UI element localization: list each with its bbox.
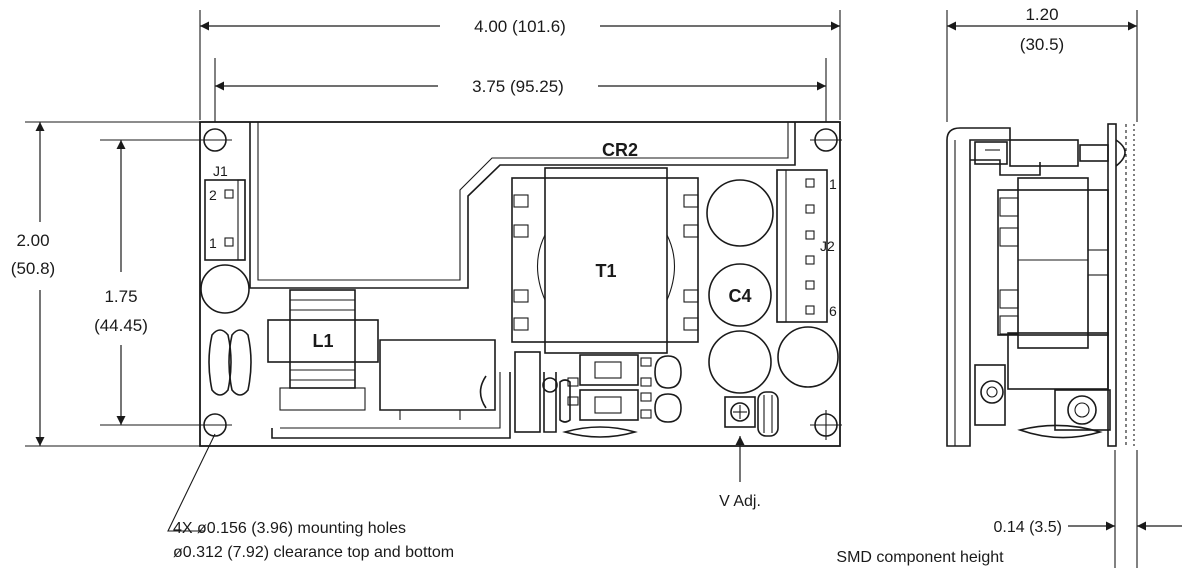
optocoupler-bottom bbox=[579, 389, 639, 421]
heatsink-outline bbox=[249, 122, 796, 289]
capacitor-upper-right bbox=[706, 179, 774, 247]
capacitor-left bbox=[200, 264, 250, 314]
j1-label: J1 bbox=[213, 163, 228, 179]
j1-pin2-label: 2 bbox=[209, 187, 217, 203]
mounting-hole-bottom-left bbox=[200, 413, 232, 437]
c4-label: C4 bbox=[728, 286, 751, 306]
pcb-thickness-label: 0.14 (3.5) bbox=[994, 519, 1062, 536]
l1-label: L1 bbox=[312, 331, 333, 351]
side-view: 1.20 (30.5) bbox=[836, 5, 1182, 568]
j2-pin6-label: 6 bbox=[829, 303, 837, 319]
mounting-holes-note-line2: ø0.312 (7.92) clearance top and bottom bbox=[173, 544, 454, 561]
mounting-hole-bottom-right bbox=[810, 410, 842, 440]
mounting-holes-leader bbox=[167, 433, 216, 532]
t1-label: T1 bbox=[595, 261, 616, 281]
height-overall-in-label: 2.00 bbox=[16, 231, 49, 250]
j2-label: J2 bbox=[820, 238, 835, 254]
v-adj-label: V Adj. bbox=[719, 493, 761, 510]
j1-pin1-label: 1 bbox=[209, 235, 217, 251]
mounting-holes-note-line1: 4X ø0.156 (3.96) mounting holes bbox=[173, 520, 406, 537]
top-view: 4.00 (101.6) 3.75 (95.25) 2.00 (50.8) 1.… bbox=[11, 10, 842, 561]
depth-in-label: 1.20 bbox=[1025, 5, 1058, 24]
c4-capacitor bbox=[708, 263, 772, 327]
v-adj-potentiometer bbox=[724, 396, 756, 428]
depth-mm-label: (30.5) bbox=[1020, 35, 1064, 54]
side-pcb-edge bbox=[1107, 123, 1117, 447]
fuse-left bbox=[208, 329, 232, 396]
smd-height-label: SMD component height bbox=[836, 549, 1004, 566]
width-holes-label: 3.75 (95.25) bbox=[472, 77, 564, 96]
optocoupler-top bbox=[579, 354, 639, 386]
height-overall-mm-label: (50.8) bbox=[11, 259, 55, 278]
height-holes-in-label: 1.75 bbox=[104, 287, 137, 306]
cr2-label: CR2 bbox=[602, 140, 638, 160]
t1-transformer bbox=[511, 177, 699, 343]
side-transformer bbox=[997, 189, 1109, 336]
mounting-hole-top-left bbox=[200, 128, 232, 152]
capacitor-lower-right bbox=[777, 326, 839, 388]
width-overall-label: 4.00 (101.6) bbox=[474, 17, 566, 36]
fuse-right bbox=[228, 329, 252, 396]
capacitor-lower-mid bbox=[708, 330, 772, 394]
height-holes-mm-label: (44.45) bbox=[94, 316, 148, 335]
side-profile-outline bbox=[946, 127, 1011, 447]
mounting-hole-top-right bbox=[810, 128, 842, 152]
j2-pin1-label: 1 bbox=[829, 176, 837, 192]
